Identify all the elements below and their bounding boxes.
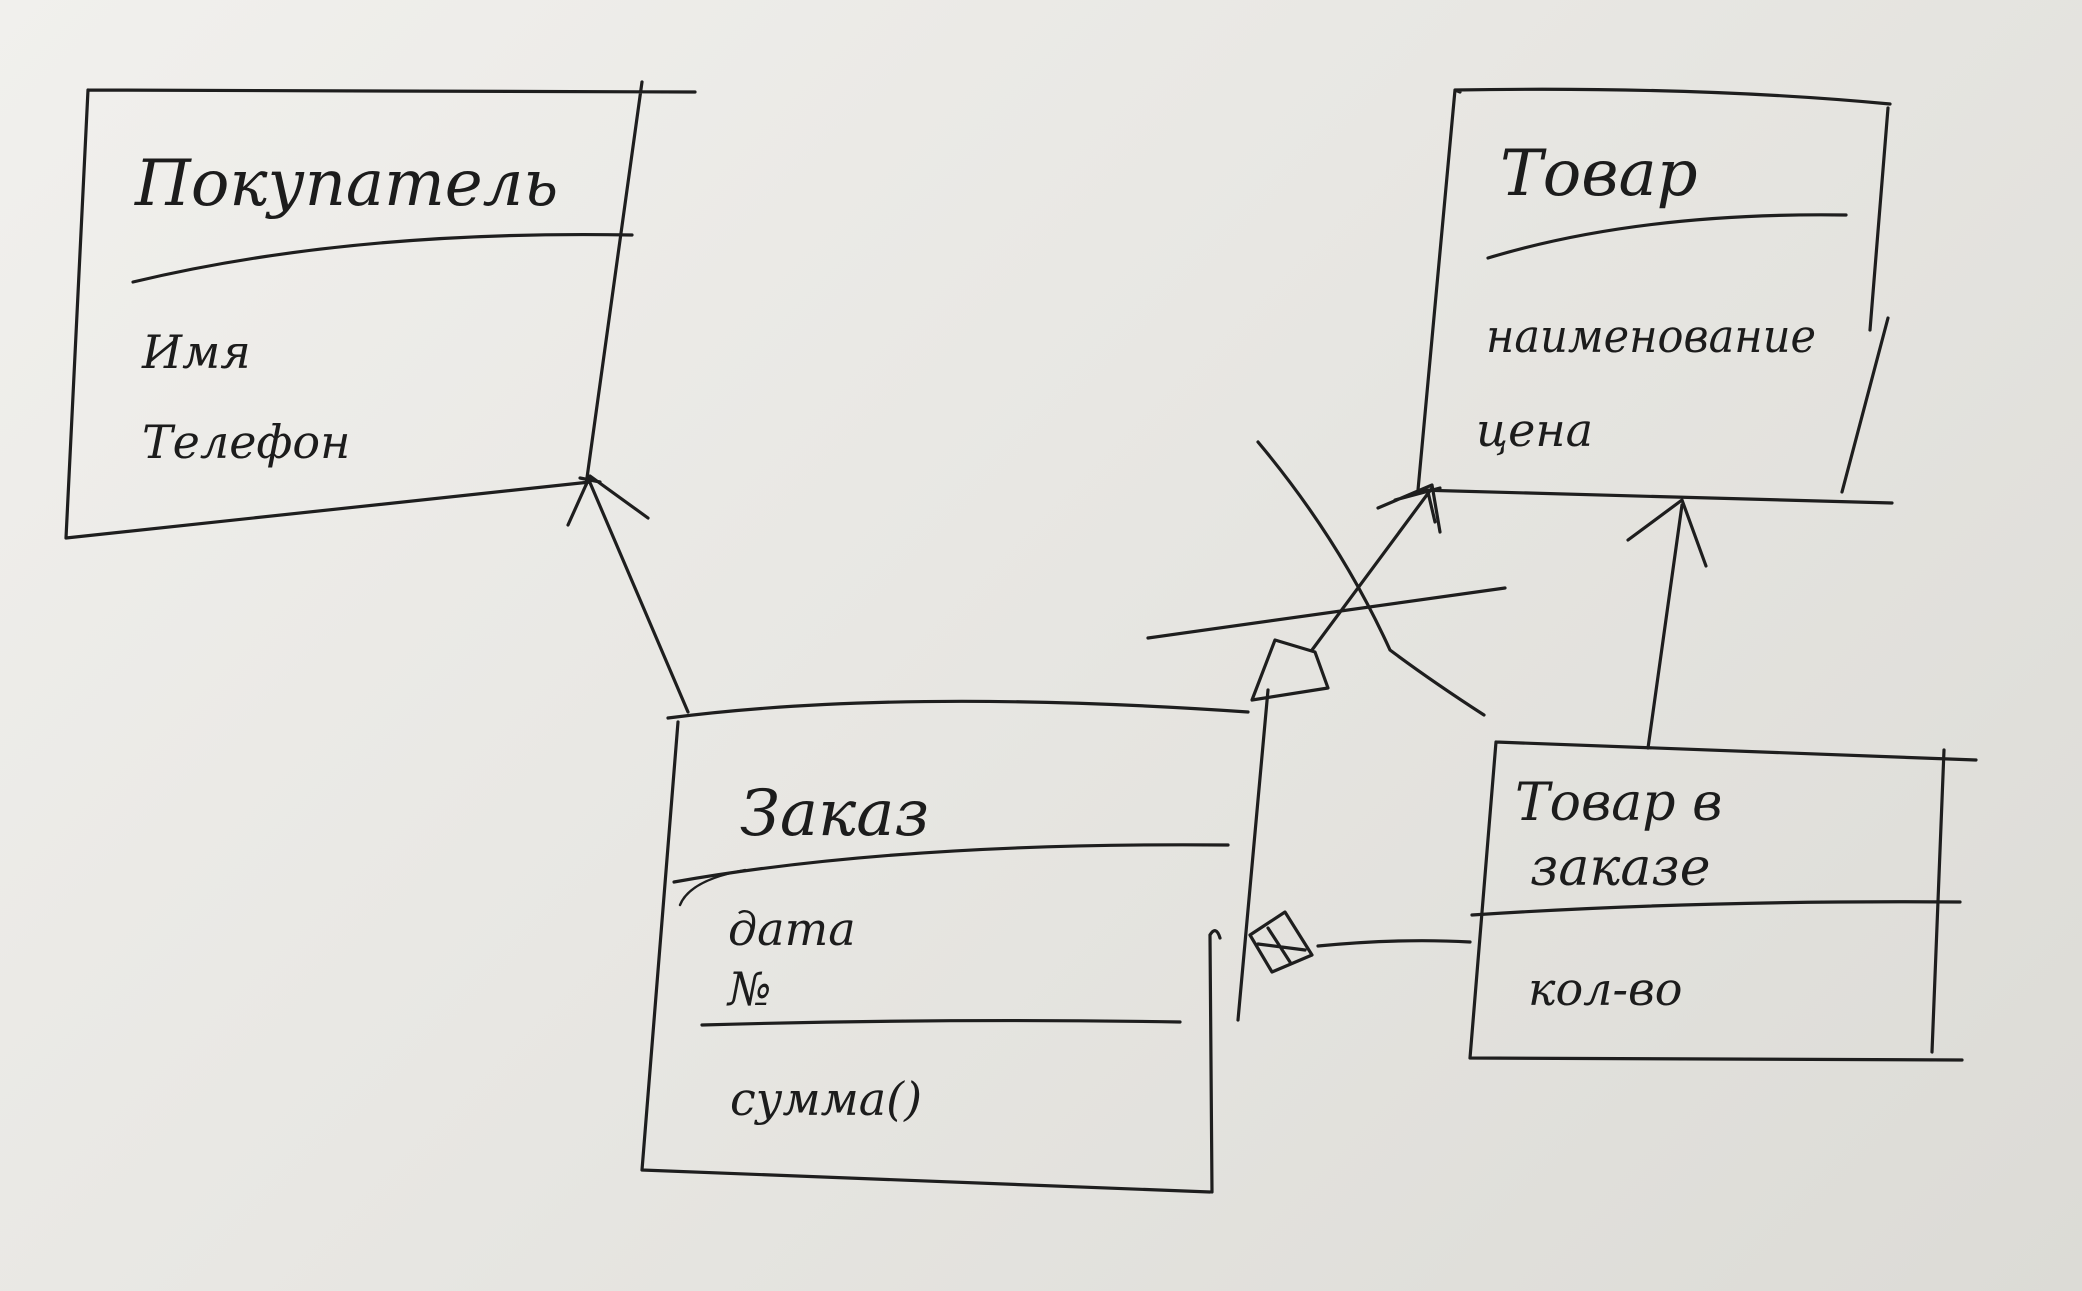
relation-orderitem-product-line [1646, 503, 1684, 750]
class-order-divider-2 [700, 1018, 1182, 1027]
class-order-attr-number: № [726, 962, 772, 1016]
relation-orderitem-order-line [1316, 939, 1472, 948]
composition-diamond [1248, 910, 1314, 974]
class-order-method-sum: сумма() [730, 1072, 922, 1126]
class-order-swash [678, 868, 747, 907]
class-order-item-border [1468, 740, 1978, 1062]
class-product-divider [1486, 213, 1848, 260]
relation-orderitem-product [1626, 498, 1708, 750]
class-buyer-attr-phone: Телефон [142, 415, 350, 469]
class-order-item: Товар в заказе кол-во [1468, 740, 1978, 1062]
class-buyer-divider [131, 232, 634, 284]
class-order-item-attr-qty: кол-во [1528, 962, 1682, 1016]
class-product: Товар наименование цена [1416, 87, 1894, 505]
relation-order-product [1146, 440, 1507, 1022]
class-order-item-divider [1470, 900, 1962, 917]
class-buyer-attr-name: Имя [141, 325, 251, 379]
cross-out-line-2 [1146, 586, 1507, 640]
class-order-attr-date: дата [728, 902, 856, 956]
class-order: Заказ дата № сумма() [640, 699, 1250, 1194]
relation-orderitem-product-arrowhead [1626, 498, 1708, 568]
class-product-attr-price: цена [1476, 403, 1593, 457]
aggregation-diamond [1250, 638, 1330, 702]
relation-orderitem-order [1248, 910, 1472, 974]
relation-order-buyer-line [586, 476, 690, 714]
class-product-border [1416, 87, 1894, 505]
class-order-item-name-line2: заказе [1530, 838, 1711, 898]
class-buyer-name: Покупатель [134, 147, 558, 221]
class-order-name: Заказ [740, 777, 929, 851]
cross-out-line-1 [1256, 440, 1486, 717]
class-product-name: Товар [1500, 137, 1698, 211]
class-buyer: Покупатель Имя Телефон [64, 80, 697, 540]
relation-order-buyer-arrowhead [566, 474, 650, 527]
relation-order-product-arrowhead [1376, 483, 1442, 534]
relation-order-product-line [1236, 486, 1434, 1022]
relation-order-buyer [566, 474, 690, 714]
class-buyer-border [64, 80, 697, 540]
class-order-item-name-line1: Товар в [1515, 773, 1722, 833]
class-order-border [640, 699, 1250, 1194]
class-product-attr-title: наименование [1486, 309, 1816, 363]
